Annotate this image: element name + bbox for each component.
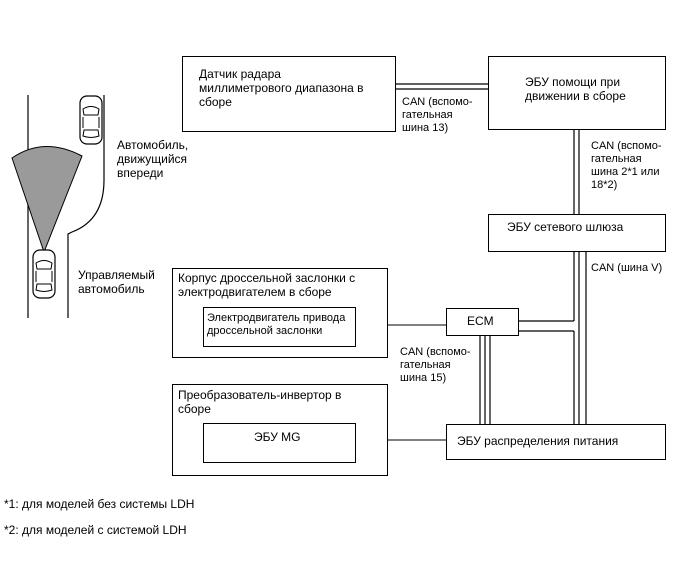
can-bus-15-line — [479, 336, 491, 424]
power-distribution-ecu-box: ЭБУ распределения питания — [446, 424, 666, 460]
can-bus-v-label: CAN (шина V) — [591, 262, 686, 275]
gateway-ecu-box: ЭБУ сетевого шлюза — [488, 214, 666, 252]
radar-sensor-box: Датчик радара миллиметрового диапазона в… — [182, 56, 396, 132]
ecm-box: ECM — [446, 308, 519, 336]
can-bus-15-label: CAN (вспомо- гательная шина 15) — [400, 346, 471, 384]
driving-support-ecu-box: ЭБУ помощи при движении в сборе — [488, 56, 666, 130]
driving-support-ecu-label: ЭБУ помощи при движении в сборе — [525, 75, 626, 103]
can-bus-2-18-label: CAN (вспомо- гательная шина 2*1 или 18*2… — [591, 140, 686, 192]
front-car-icon — [79, 95, 103, 145]
footnote-1: *1: для моделей без системы LDH — [4, 497, 195, 511]
footnote-2: *2: для моделей с системой LDH — [4, 523, 187, 537]
mg-ecu-box: ЭБУ MG — [203, 423, 356, 463]
throttle-body-label: Корпус дроссельной заслонки с электродви… — [178, 271, 356, 299]
gateway-ecu-label: ЭБУ сетевого шлюза — [507, 220, 624, 234]
ecm-label: ECM — [467, 314, 494, 328]
mg-ecu-label: ЭБУ MG — [254, 430, 301, 444]
own-car-icon — [32, 249, 56, 299]
can-bus-2-18-line — [573, 130, 580, 214]
can-bus-v-line — [519, 252, 587, 431]
can-bus-13-line — [396, 83, 488, 90]
radar-sensor-label: Датчик радара миллиметрового диапазона в… — [199, 67, 364, 109]
throttle-motor-box: Электродвигатель привода дроссельной зас… — [203, 307, 356, 347]
power-distribution-ecu-label: ЭБУ распределения питания — [457, 434, 619, 448]
inverter-label: Преобразователь-инвертор в сборе — [178, 388, 342, 416]
throttle-motor-label: Электродвигатель привода дроссельной зас… — [207, 312, 346, 337]
road-edge-right — [67, 95, 105, 318]
front-car-label: Автомобиль, движущийся впереди — [117, 138, 189, 180]
own-car-label: Управляемый автомобиль — [78, 268, 155, 296]
can-bus-13-label: CAN (вспомо- гательная шина 13) — [402, 96, 482, 135]
radar-sector — [11, 146, 83, 254]
